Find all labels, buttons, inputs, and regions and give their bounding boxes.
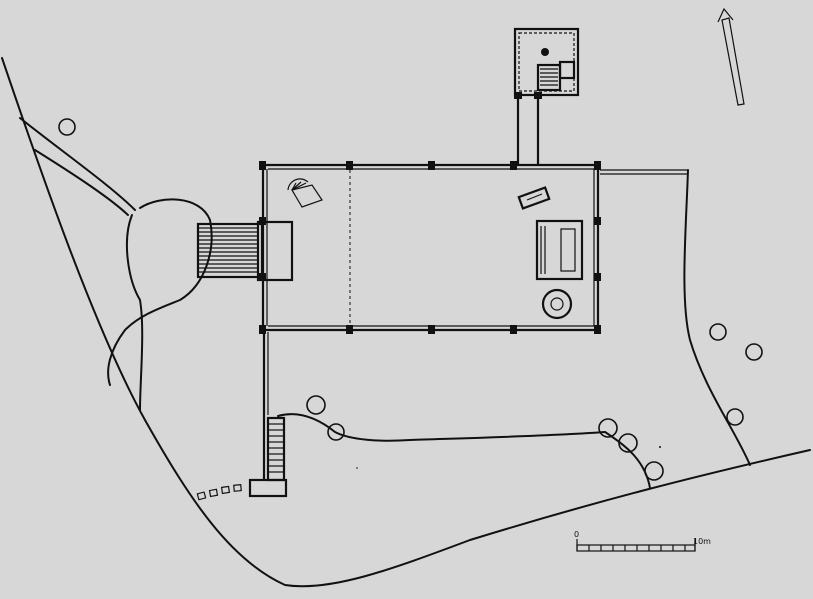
north-tower [513,27,580,165]
west-staircase [196,220,294,282]
tower-marker-icon [541,48,549,56]
scale-bar: 0 10m [574,530,711,552]
scale-bar-start-label: 0 [574,530,579,539]
north-arrow-icon [717,7,745,106]
round-table-icon [541,288,573,320]
turning-circle [107,198,213,386]
path-line-3 [126,214,144,411]
path-line-2 [34,149,129,216]
path-line-1 [19,117,136,211]
lounge-chair-icon [517,186,551,210]
trees [58,118,763,481]
south-staircase [248,332,288,498]
scale-bar-end-label: 10m [693,537,711,546]
fan-chair-icon [287,178,323,208]
main-pavilion [259,161,601,334]
east-boundary-line [683,169,751,466]
garden-wall-line [277,413,606,442]
stepping-stones [196,484,242,501]
bed-icon [535,219,584,281]
garden-wall-line-2 [604,431,651,489]
west-boundary-line [1,57,811,588]
